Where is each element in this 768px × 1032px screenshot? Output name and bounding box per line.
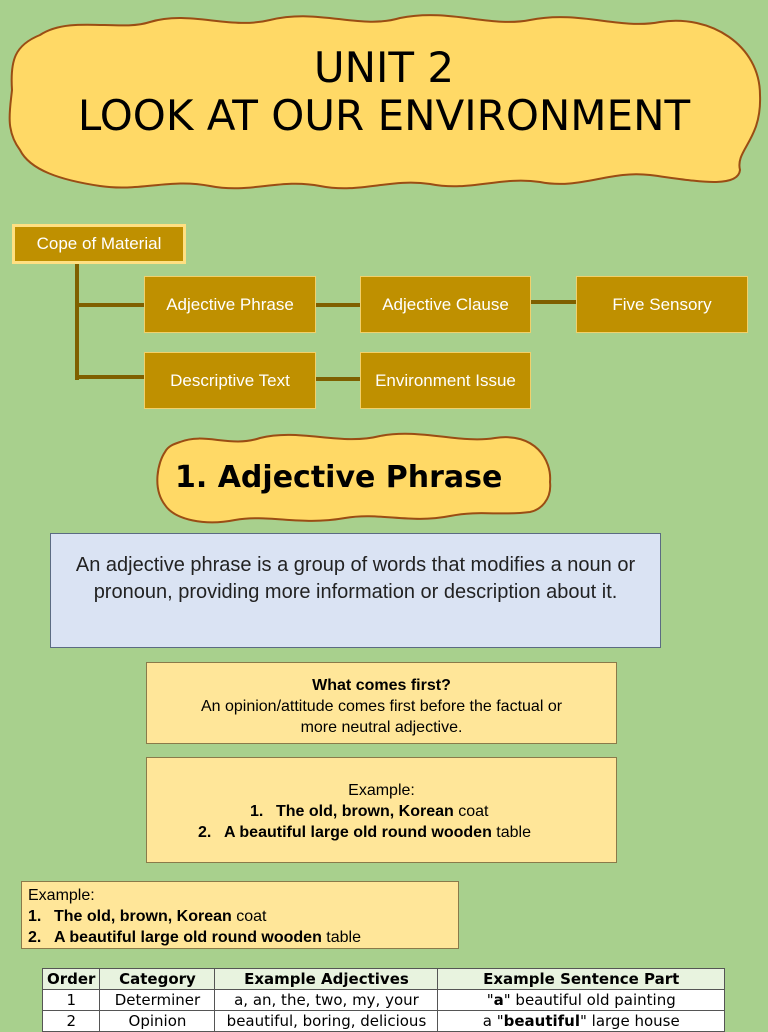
table-row: 1 Determiner a, an, the, two, my, your "… <box>41 989 725 1011</box>
table-row: 2 Opinion beautiful, boring, delicious a… <box>41 1010 725 1032</box>
connector-to-adjective-phrase <box>75 303 145 307</box>
section-heading: 1. Adjective Phrase <box>175 460 503 495</box>
example-bold: beautiful <box>503 1012 580 1030</box>
example-left-item-1: 1. The old, brown, Korean coat <box>28 906 458 927</box>
table-cell-category: Opinion <box>99 1010 216 1032</box>
example-item-2: 2. A beautiful large old round wooden tab… <box>147 822 616 843</box>
table-cell-adjectives: beautiful, boring, delicious <box>214 1010 439 1032</box>
table-cell-example: "a" beautiful old painting <box>437 989 725 1011</box>
connector-clause-sensory <box>530 300 577 304</box>
table-cell-example: a "beautiful" large house <box>437 1010 725 1032</box>
table-cell-order: 2 <box>41 1010 101 1032</box>
example-label: Example: <box>348 782 415 799</box>
example-left-item-2: 2. A beautiful large old round wooden tab… <box>28 927 458 948</box>
table-cell-category: Determiner <box>99 989 216 1011</box>
example-item-number: 1. <box>250 803 264 820</box>
adjective-order-table: Order Category Example Adjectives Exampl… <box>41 968 725 1032</box>
table-cell-order: 1 <box>41 989 101 1011</box>
example-item-bold: The old, brown, Korean <box>54 908 232 925</box>
table-header: Example Sentence Part <box>437 968 725 990</box>
mindmap-node-adjective-clause: Adjective Clause <box>360 276 531 333</box>
title-line-1: UNIT 2 <box>313 43 455 92</box>
example-item-bold: The old, brown, Korean <box>276 803 454 820</box>
connector-phrase-clause <box>315 303 361 307</box>
example-box-left: Example: 1. The old, brown, Korean coat 2… <box>21 881 459 949</box>
mindmap-node-five-sensory: Five Sensory <box>576 276 748 333</box>
what-comes-first-title: What comes first? <box>312 677 451 694</box>
table-header: Order <box>41 968 101 990</box>
example-pre: a " <box>482 1012 504 1030</box>
mindmap-node-adjective-phrase: Adjective Phrase <box>144 276 316 333</box>
example-item-rest: table <box>321 929 361 946</box>
mindmap-node-descriptive-text: Descriptive Text <box>144 352 316 409</box>
example-item-1: 1. The old, brown, Korean coat <box>147 801 616 822</box>
connector-vertical <box>75 262 79 380</box>
example-item-rest: coat <box>231 908 267 925</box>
what-comes-first-text: An opinion/attitude comes first before t… <box>200 698 563 736</box>
example-item-bold: A beautiful large old round wooden <box>54 929 322 946</box>
example-post: " large house <box>580 1012 680 1030</box>
connector-text-issue <box>315 377 361 381</box>
table-header: Example Adjectives <box>214 968 439 990</box>
table-header: Category <box>99 968 216 990</box>
table-cell-adjectives: a, an, the, two, my, your <box>214 989 439 1011</box>
mindmap-root: Cope of Material <box>12 224 186 264</box>
definition-box: An adjective phrase is a group of words … <box>50 533 661 648</box>
example-item-rest: coat <box>453 803 489 820</box>
example-item-number: 2. <box>198 824 212 841</box>
example-left-label: Example: <box>28 887 95 904</box>
table-header-row: Order Category Example Adjectives Exampl… <box>41 968 725 990</box>
what-comes-first-box: What comes first? An opinion/attitude co… <box>146 662 617 744</box>
connector-to-descriptive-text <box>75 375 145 379</box>
example-pre: " <box>486 991 494 1009</box>
example-item-bold: A beautiful large old round wooden <box>224 824 492 841</box>
example-box: Example: 1. The old, brown, Korean coat 2… <box>146 757 617 863</box>
example-post: " beautiful old painting <box>503 991 676 1009</box>
page-title: UNIT 2 LOOK AT OUR ENVIRONMENT <box>0 44 768 140</box>
example-item-number: 1. <box>28 908 42 925</box>
example-bold: a <box>493 991 504 1009</box>
title-cloud-shape <box>8 14 762 190</box>
example-item-number: 2. <box>28 929 42 946</box>
example-item-rest: table <box>491 824 531 841</box>
title-line-2: LOOK AT OUR ENVIRONMENT <box>77 91 691 140</box>
mindmap-node-environment-issue: Environment Issue <box>360 352 531 409</box>
